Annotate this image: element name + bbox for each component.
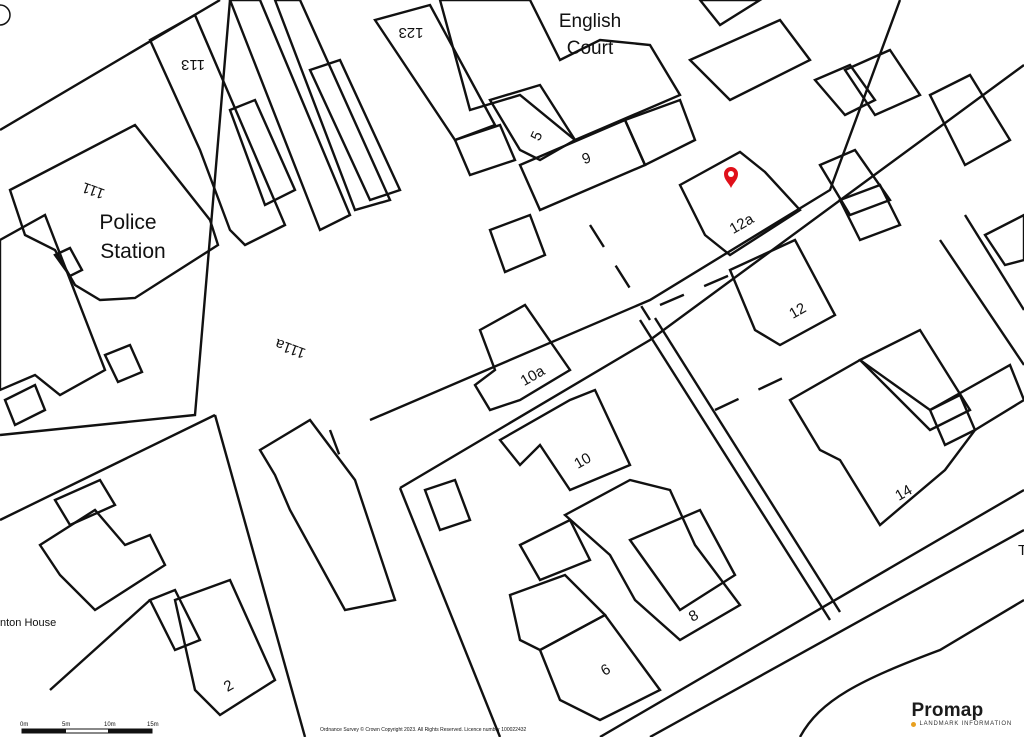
building-14-side xyxy=(857,328,972,432)
scale-tick-5: 5m xyxy=(62,722,70,728)
label-police-station-line2: Station xyxy=(100,240,165,263)
label-2: 2 xyxy=(221,677,237,696)
building-113-c xyxy=(273,0,392,212)
building-terrace-e xyxy=(308,58,402,202)
brand-dot-icon xyxy=(911,721,917,727)
building-5 xyxy=(488,83,577,162)
building-123 xyxy=(373,3,497,142)
building-lane-long xyxy=(258,418,397,612)
building-right-e xyxy=(838,183,902,242)
scale-bar: 0m 5m 10m 15m xyxy=(20,722,159,734)
label-12a: 12a xyxy=(727,210,758,238)
road-bottom-left xyxy=(49,599,151,691)
building-6-b xyxy=(508,573,607,652)
building-center-lower xyxy=(518,518,592,582)
copyright-notice: Ordnance Survey © Crown Copyright 2023. … xyxy=(320,726,527,733)
buildings xyxy=(0,0,1024,722)
building-top-right-corner xyxy=(698,0,763,27)
brand-logo: Promap LANDMARK INFORMATION xyxy=(911,701,1012,727)
scale-tick-0: 0m xyxy=(20,722,28,728)
road-left-lane-b xyxy=(398,487,502,737)
label-111a: 111a xyxy=(272,335,308,362)
road-right-side-b xyxy=(939,239,1024,366)
label-5: 5 xyxy=(527,129,546,144)
building-9-annex xyxy=(623,98,697,167)
label-english-court-line1: English xyxy=(559,11,621,32)
building-right-a xyxy=(813,63,877,117)
road-vertical-center-b xyxy=(653,317,842,613)
label-123: 123 xyxy=(398,24,423,41)
building-8-annex xyxy=(628,508,737,612)
road-vertical-center-a xyxy=(638,319,832,621)
building-113 xyxy=(148,13,287,247)
road-diagonal-upper xyxy=(369,0,902,422)
building-small-left xyxy=(453,123,517,177)
building-12 xyxy=(728,238,837,347)
building-english-court xyxy=(438,0,682,142)
label-12: 12 xyxy=(786,300,809,323)
building-right-f xyxy=(983,213,1024,267)
building-10a xyxy=(473,303,572,412)
label-111: 111 xyxy=(80,178,107,202)
road-left-lane-a xyxy=(213,414,307,737)
building-right-c xyxy=(928,73,1012,167)
building-2-b xyxy=(148,588,202,652)
building-small-sq xyxy=(103,343,144,384)
building-113-b xyxy=(228,0,352,232)
label-house-name: nton House xyxy=(0,617,56,629)
building-14-wing xyxy=(928,393,977,447)
building-police-station xyxy=(8,123,220,302)
boundary-dashed-b xyxy=(659,273,731,307)
dashed-boundaries xyxy=(328,224,801,471)
road-lower-left-b xyxy=(0,413,216,522)
building-top-right-2 xyxy=(687,18,812,102)
road-lower-right-a xyxy=(599,488,1024,737)
location-pin-icon[interactable] xyxy=(724,167,738,188)
road-lower-left-a xyxy=(0,0,232,437)
building-2 xyxy=(173,578,277,717)
label-6: 6 xyxy=(598,661,614,680)
building-8 xyxy=(562,478,742,642)
building-small-sq-2 xyxy=(3,383,47,427)
brand-tagline: LANDMARK INFORMATION xyxy=(919,721,1012,727)
boundary-dashed-d xyxy=(328,429,347,471)
building-10 xyxy=(498,388,632,492)
label-10: 10 xyxy=(571,450,594,473)
compass-icon xyxy=(0,4,11,26)
boundary-dashed-a xyxy=(588,224,652,321)
road-bottom-curve xyxy=(798,598,1024,737)
building-right-d xyxy=(818,148,892,217)
map-labels: English Court Police Station nton House … xyxy=(0,11,1024,696)
label-police-station-line1: Police xyxy=(99,211,156,234)
building-left-small xyxy=(53,478,117,527)
road-lower-right-b xyxy=(649,528,1024,737)
building-left-cluster xyxy=(38,508,167,612)
building-right-b xyxy=(843,48,922,117)
label-9: 9 xyxy=(580,149,594,168)
road-diagonal-main xyxy=(399,64,1024,490)
building-12a xyxy=(678,150,802,257)
building-113-d xyxy=(228,98,297,207)
label-8: 8 xyxy=(686,607,702,626)
brand-tagline-row: LANDMARK INFORMATION xyxy=(911,721,1012,727)
building-small-near-10a xyxy=(488,213,547,274)
label-edge-t: T xyxy=(1018,542,1024,559)
building-left-strip xyxy=(0,213,107,397)
label-14: 14 xyxy=(892,482,915,505)
boundary-dashed-c xyxy=(714,368,801,412)
label-113: 113 xyxy=(181,56,205,73)
building-lane-small xyxy=(423,478,472,532)
scale-tick-10: 10m xyxy=(104,722,116,728)
road-right-side-a xyxy=(963,214,1024,311)
label-english-court-line2: Court xyxy=(567,38,614,59)
scale-tick-15: 15m xyxy=(147,722,159,728)
brand-name: Promap xyxy=(911,700,984,721)
